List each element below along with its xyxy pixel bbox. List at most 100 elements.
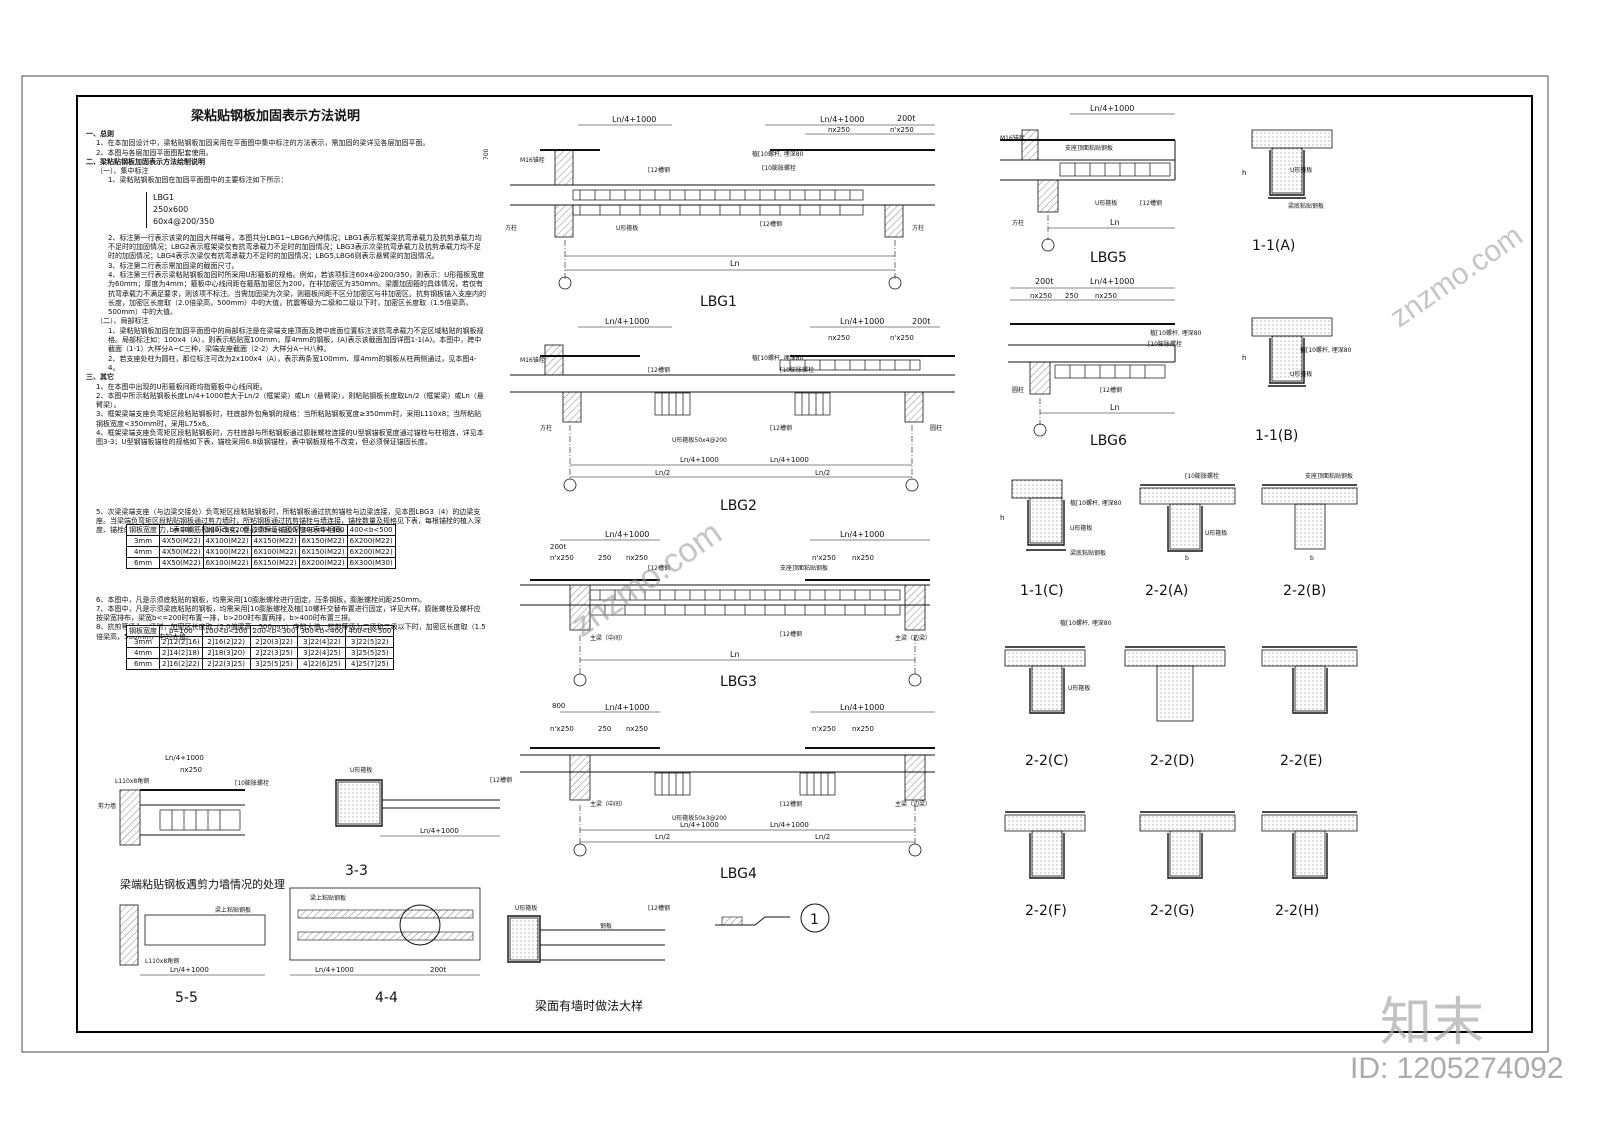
table-header: 300<b<400 [297, 625, 347, 637]
section-2-2-h: 2-2(H) [1261, 811, 1358, 919]
table-cell: 4mm [126, 647, 160, 659]
svg-text:200t: 200t [550, 543, 566, 551]
svg-text:1-1(C): 1-1(C) [1020, 583, 1064, 599]
svg-text:[10膨胀螺栓: [10膨胀螺栓 [235, 779, 269, 787]
table-row: 4mm 2]14(2]18) 2]18(3]20) 2]22(3]25) 3]2… [126, 647, 395, 659]
label-example-line3: 60x4@200/350 [153, 216, 215, 226]
bolt-table-corner: 钢板宽度 [126, 625, 160, 637]
svg-text:[12槽钢: [12槽钢 [490, 776, 512, 784]
table-header: 400<b<500 [345, 625, 395, 637]
svg-text:[12槽钢: [12槽钢 [648, 904, 670, 912]
brand-watermark: 知末 [1380, 994, 1485, 1052]
svg-text:[10膨胀螺栓: [10膨胀螺栓 [1185, 472, 1219, 480]
table-cell: 3]25(5]25) [345, 647, 395, 659]
notes-panel: 梁粘贴钢板加固表示方法说明 一、总则 1、在本加固设计中，梁粘贴钢板加固采用在平… [86, 110, 486, 642]
notes-s1: 一、总则 [86, 130, 114, 138]
svg-text:Ln/4+1000: Ln/4+1000 [840, 703, 884, 712]
svg-text:200t: 200t [897, 114, 915, 123]
svg-text:n'x250: n'x250 [812, 554, 836, 562]
section-5-5: Ln/4+1000 L110x8角钢 梁上粘贴钢板 5-5 [119, 904, 266, 1006]
table-cell: 4]25(7]25) [345, 658, 395, 670]
table-cell: 6X150(M22) [298, 535, 348, 547]
svg-text:梁上粘贴钢板: 梁上粘贴钢板 [310, 894, 346, 902]
table-cell: 2]16(2]22) [159, 658, 203, 670]
notes-s2-6: 2、若支座处柱为圆柱，那位标注可改为2x100x4（A），表示两条宽100mm、… [108, 354, 477, 372]
svg-text:方柱: 方柱 [1012, 219, 1024, 227]
svg-text:[12槽钢: [12槽钢 [760, 220, 782, 228]
lbg3-elevation: Ln/4+1000 Ln/4+1000 200t n'x250 250 nx25… [520, 530, 931, 690]
svg-text:Ln: Ln [730, 650, 740, 659]
svg-text:Ln/4+1000: Ln/4+1000 [605, 703, 649, 712]
bolt-table: 钢板宽度 b=100 100<b<200 200<b<300 300<b<400… [126, 625, 395, 670]
svg-text:Ln/4+1000: Ln/4+1000 [315, 966, 354, 974]
shearwall-detail: Ln/4+1000 nx250 L110x8角钢 剪力墙 [10膨胀螺栓 梁端粘… [98, 754, 285, 891]
svg-text:nx250: nx250 [852, 554, 874, 562]
anchor-table: 钢板宽度 b=100 100<b<200 200<b<300 300<b<400… [126, 524, 396, 569]
table-cell: 4X50(M22) [159, 557, 204, 569]
svg-text:Ln/4+1000: Ln/4+1000 [1090, 104, 1134, 113]
lbg1-elevation: Ln/4+1000 Ln/4+1000 200t nx250 n'x250 Ln… [483, 114, 935, 310]
svg-text:b: b [1310, 555, 1314, 562]
svg-text:U形箍板: U形箍板 [1205, 529, 1227, 537]
notes-s3-2: 2、本图中所示粘贴钢板长度Ln/4+1000若大于Ln/2（框架梁）或Ln（悬臂… [96, 391, 484, 410]
table-cell: 2]16(2]22) [201, 636, 251, 648]
notes-s3-3: 3、框架梁端支座负弯矩区段粘贴钢板时，柱底部外包角钢的规格：当所粘贴钢板宽度≥3… [96, 410, 482, 428]
notes-s2-a: （一）、集中标注 [96, 167, 149, 176]
svg-text:[12槽钢: [12槽钢 [1100, 386, 1122, 394]
svg-text:主梁（中间）: 主梁（中间） [590, 634, 626, 642]
table-row: 3mm 4X50(M22) 4X100(M22) 4X150(M22) 6X15… [126, 535, 396, 547]
table-cell: 2]22(3]25) [249, 647, 299, 659]
table-header: 100<b<200 [202, 524, 252, 536]
svg-text:250: 250 [1065, 292, 1078, 300]
svg-text:圆柱: 圆柱 [1012, 386, 1024, 394]
notes-s1-1: 1、在本加固设计中，梁粘贴钢板加固采用在平面图中集中标注的方法表示，需加固的梁详… [96, 139, 430, 148]
svg-text:200t: 200t [1035, 277, 1053, 286]
notes-s2-3: 3、标注第二行表示需加固梁的截面尺寸。 [108, 261, 239, 270]
section-1-1-c: h 植[10螺杆, 埋深80 U形箍板 梁底粘贴钢板 1-1(C) [1000, 479, 1122, 599]
section-3-3: Ln/4+1000 U形箍板 [12槽钢 3-3 [335, 766, 512, 879]
svg-text:[10膨胀螺栓: [10膨胀螺栓 [1148, 340, 1182, 348]
svg-text:nx250: nx250 [1095, 292, 1117, 300]
svg-text:1-1(A): 1-1(A) [1252, 238, 1295, 254]
svg-text:钢板: 钢板 [600, 922, 612, 930]
section-2-2-b: 支座顶面粘贴钢板 b 2-2(B) [1261, 472, 1358, 599]
outer-border [21, 75, 1549, 1053]
shearwall-caption: 梁端粘贴钢板遇剪力墙情况的处理 [120, 877, 285, 891]
svg-text:Ln/4+1000: Ln/4+1000 [420, 827, 459, 835]
svg-text:h: h [1242, 169, 1246, 177]
svg-text:200t: 200t [430, 966, 446, 974]
table-cell: 3]22(5]22) [345, 636, 395, 648]
svg-text:Ln/4+1000: Ln/4+1000 [840, 317, 884, 326]
svg-text:方柱: 方柱 [505, 224, 517, 232]
section-2-2-e: 2-2(E) [1261, 646, 1358, 769]
detail-1: 1 [715, 903, 830, 933]
svg-text:h: h [1242, 354, 1246, 362]
section-4-4: Ln/4+1000 200t 梁上粘贴钢板 4-4 [289, 887, 481, 1006]
table-cell: 2]22(3]25) [201, 658, 251, 670]
table-cell: 6X150(M22) [298, 546, 348, 558]
svg-text:植[10螺杆, 埋深80: 植[10螺杆, 埋深80 [1150, 329, 1202, 337]
notes-s3-7: 7、本图中，凡是示须梁底粘贴的钢板，均需采用[10膨胀螺栓及植[10螺杆交替布置… [96, 604, 481, 623]
svg-text:U形箍板: U形箍板 [350, 766, 372, 774]
svg-text:n'x250: n'x250 [890, 126, 914, 134]
svg-text:Ln: Ln [730, 259, 740, 268]
notes-s2-5: 1、梁粘贴钢板加固在加固平面图中的局部标注是在梁端支座顶面及跨中底面位置标注该抗… [108, 326, 484, 354]
table-row: 6mm 2]16(2]22) 2]22(3]25) 3]25(5]25) 4]2… [126, 658, 395, 670]
wall-on-beam-detail: U形箍板 [12槽钢 钢板 梁面有墙时做法大样 [507, 904, 670, 1013]
id-watermark: ID: 1205274092 [1350, 1052, 1564, 1085]
table-cell: 4X150(M22) [250, 535, 300, 547]
lbg5-elevation: Ln/4+1000 Ln M16锚栓 支座顶面粘贴钢板 U形箍板 [12槽钢 方… [1000, 104, 1176, 266]
svg-text:U形箍板: U形箍板 [1095, 199, 1117, 207]
table-cell: 2]18(3]20) [201, 647, 251, 659]
table-cell: 3]25(5]25) [249, 658, 299, 670]
svg-text:植[10螺杆, 埋深80: 植[10螺杆, 埋深80 [1070, 499, 1122, 507]
section-2-2-c: 植[10螺杆, 埋深80 U形箍板 2-2(C) [1004, 619, 1112, 769]
notes-s2-2: 2、标注第一行表示该梁的加固大样编号，本图共分LBG1~LBG6六种情况；LBG… [108, 233, 482, 261]
table-header: 300<b<400 [298, 524, 348, 536]
svg-text:h: h [1000, 514, 1004, 522]
table-cell: 6X100(M22) [202, 557, 252, 569]
svg-text:Ln/4+1000: Ln/4+1000 [840, 530, 884, 539]
svg-text:Ln/4+1000: Ln/4+1000 [165, 754, 204, 762]
